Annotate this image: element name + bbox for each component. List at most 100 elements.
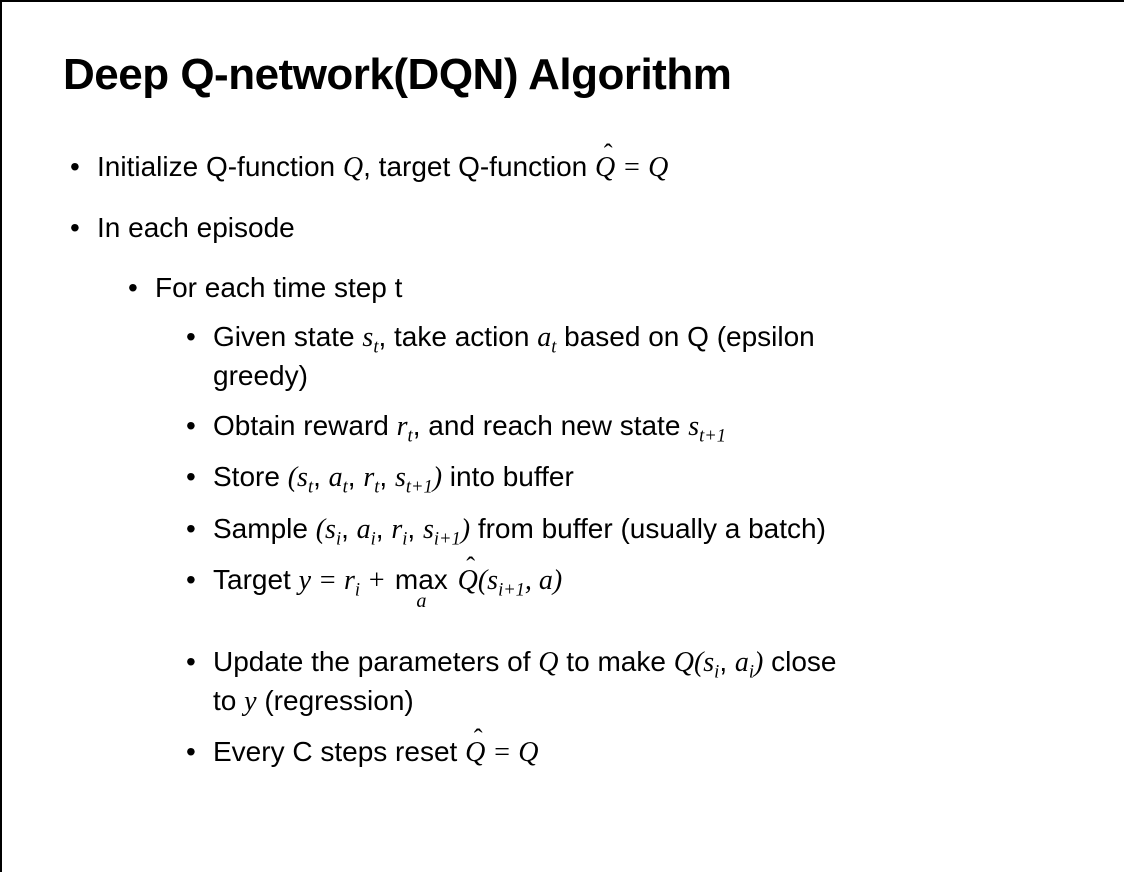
text-segment: greedy)	[213, 360, 308, 392]
math-segment: Q	[518, 736, 539, 768]
text-segment: to	[213, 684, 245, 716]
math-subscript-segment: st	[297, 462, 313, 496]
bullet-content: Given state st, take action at based on …	[213, 318, 1086, 395]
bullet-marker: •	[186, 645, 196, 677]
bullet-item: •Given state st, take action at based on…	[0, 318, 1086, 395]
math-base: r	[363, 462, 375, 494]
text-segment: , take action	[378, 321, 538, 353]
math-segment: +	[360, 564, 393, 596]
math-subscript: t	[374, 477, 380, 498]
text-segment: from buffer (usually a batch)	[470, 512, 826, 544]
bullet-content: Initialize Q-function Q, target Q-functi…	[97, 138, 1086, 187]
text-segment: For each time step t	[155, 272, 403, 304]
text-segment: In each episode	[97, 212, 295, 244]
math-subscript-segment: si+1	[423, 514, 461, 549]
slide-title: Deep Q-network(DQN) Algorithm	[63, 50, 732, 99]
text-segment: , and reach new state	[412, 410, 689, 442]
text-segment: Update the parameters of	[213, 645, 539, 677]
math-subscript-segment: st	[362, 322, 378, 356]
math-subscript-segment: rt	[396, 411, 413, 445]
math-segment: a	[538, 564, 553, 596]
math-subscript-segment: ai	[357, 514, 376, 548]
bullet-content: Obtain reward rt, and reach new state st…	[213, 407, 1086, 446]
math-base: r	[391, 513, 403, 545]
math-base: s	[297, 462, 308, 494]
text-segment: ,	[313, 461, 329, 493]
math-segment: )	[460, 513, 471, 545]
math-segment: =	[311, 564, 344, 596]
math-base: r	[396, 411, 408, 443]
bullet-marker: •	[128, 272, 138, 304]
math-subscript-segment: st+1	[395, 462, 433, 496]
math-base: a	[537, 322, 552, 354]
math-subscript: i	[354, 579, 360, 600]
bullet-content: In each episode	[97, 209, 1086, 247]
bullet-marker: •	[70, 151, 80, 182]
math-segment: ,	[524, 564, 539, 596]
math-base: s	[487, 564, 499, 596]
math-segment: Q	[648, 152, 669, 183]
bullet-item: • Store (st, at, rt, st+1) into buffer	[0, 458, 1086, 497]
text-segment: to make	[558, 645, 674, 677]
bullet-item: •In each episode	[0, 209, 1086, 247]
text-segment: close	[763, 645, 837, 677]
bullet-item: • For each time step t	[0, 269, 1086, 307]
text-segment: Store	[213, 461, 288, 493]
math-base: a	[734, 646, 749, 678]
math-segment: (	[477, 564, 488, 596]
text-segment: ,	[407, 512, 423, 544]
text-segment: ,	[379, 461, 395, 493]
math-subscript: i	[402, 528, 408, 549]
text-segment: Initialize Q-function	[97, 151, 343, 182]
slide-border-top	[0, 0, 1124, 2]
math-subscript: t	[307, 477, 314, 498]
bullet-item: •Sample (si, ai, ri, si+1) from buffer (…	[0, 510, 1086, 549]
bullet-content: For each time step t	[155, 269, 1086, 307]
math-subscript: i+1	[498, 579, 525, 600]
math-subscript: t+1	[699, 425, 726, 446]
hat-accent: ˆ	[466, 550, 476, 581]
math-base: Q	[457, 564, 478, 596]
text-segment: Target	[213, 563, 299, 595]
bullet-marker: •	[186, 410, 196, 442]
text-segment: ,	[375, 512, 392, 544]
math-base: r	[343, 564, 355, 596]
bullet-content: Sample (si, ai, ri, si+1) from buffer (u…	[213, 510, 1086, 549]
operator-name: max	[394, 563, 448, 595]
text-segment: Sample	[213, 512, 316, 544]
math-segment: =	[615, 152, 649, 183]
math-subscript-segment: ri	[391, 513, 408, 549]
math-base: s	[325, 513, 336, 545]
math-subscript: t	[407, 425, 413, 446]
math-subscript-segment: ri	[343, 564, 360, 600]
bullet-marker: •	[186, 563, 196, 595]
bullet-content: Store (st, at, rt, st+1) into buffer	[213, 458, 1086, 497]
math-segment: (	[315, 513, 326, 545]
math-subscript-segment: at	[537, 322, 556, 356]
math-segment: Q	[673, 646, 694, 678]
math-subscript-segment: si	[703, 647, 719, 681]
bullet-marker: •	[186, 461, 196, 493]
math-base: a	[328, 462, 343, 494]
math-segment: )	[552, 564, 563, 596]
math-base: Q	[595, 152, 616, 183]
math-segment: Q	[538, 646, 559, 678]
hat-accent: ˆ	[603, 138, 613, 169]
bullet-content: Update the parameters of Q to make Q(si,…	[213, 643, 1086, 721]
math-subscript-segment: rt	[363, 462, 379, 496]
hat-accent: ˆ	[473, 722, 483, 753]
text-segment: based on Q (epsilon	[556, 321, 815, 353]
math-segment: =	[485, 736, 519, 768]
math-subscript: i+1	[433, 528, 461, 549]
text-segment: into buffer	[442, 461, 574, 493]
math-subscript: t	[551, 336, 557, 357]
slide-border-left	[0, 0, 2, 872]
math-base: s	[688, 411, 700, 443]
math-subscript: i	[748, 661, 755, 682]
math-subscript-segment: si	[325, 513, 341, 548]
